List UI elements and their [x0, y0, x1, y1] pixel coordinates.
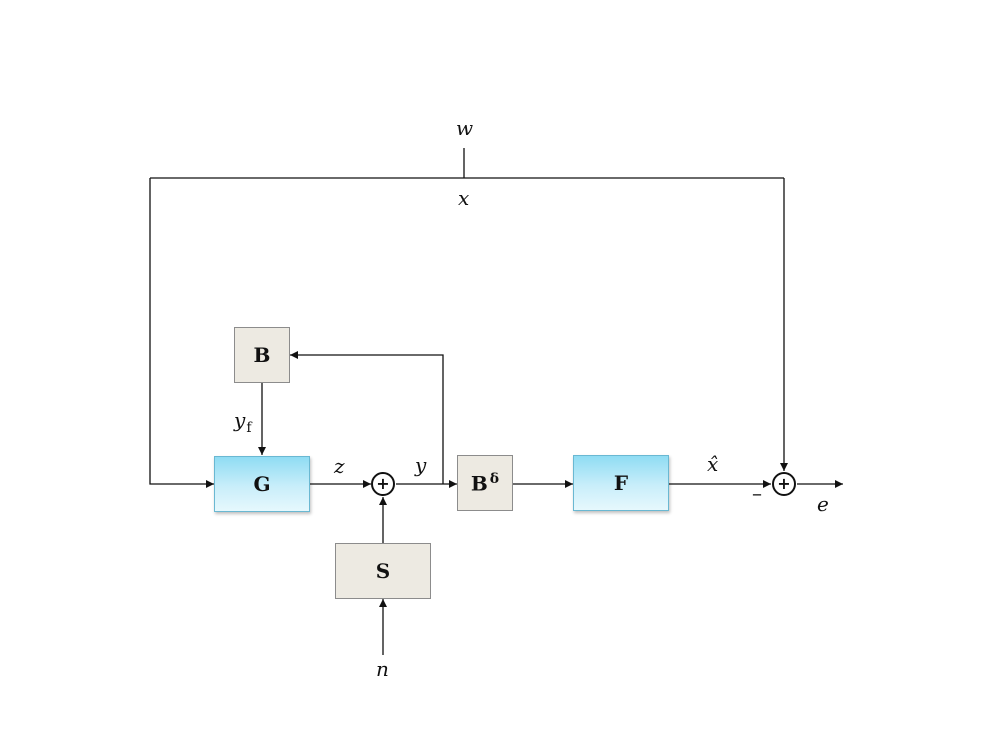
- x-to-g-line: [149, 178, 214, 488]
- signal-yf-base: y: [234, 408, 246, 432]
- signal-yf-sub: f: [246, 420, 252, 436]
- signal-xhat-label: x̂: [707, 452, 719, 476]
- summing-junction-right-sign: +: [777, 474, 791, 493]
- block-b: B: [234, 327, 290, 383]
- block-f: F: [573, 455, 669, 511]
- signal-w-label: w: [456, 116, 474, 140]
- signal-n-label: n: [376, 657, 389, 681]
- signal-minus-label: –: [752, 481, 762, 505]
- block-f-label: F: [613, 471, 629, 495]
- signal-x-label: x: [458, 186, 470, 210]
- signal-yf-label: yf: [234, 410, 252, 435]
- summing-junction-left: +: [371, 472, 395, 496]
- block-b-delta-base: B: [470, 471, 488, 496]
- block-b-delta-sup: δ: [489, 470, 500, 487]
- block-s: S: [335, 543, 431, 599]
- block-b-label: B: [253, 343, 271, 367]
- summing-junction-left-sign: +: [376, 474, 390, 493]
- block-g-label: G: [253, 472, 271, 496]
- signal-z-label: z: [334, 454, 345, 478]
- signal-e-label: e: [817, 492, 829, 516]
- block-g: G: [214, 456, 310, 512]
- summing-junction-right: +: [772, 472, 796, 496]
- block-s-label: S: [375, 559, 391, 583]
- y-feedback-line: [290, 351, 444, 484]
- signal-y-label: y: [415, 453, 427, 477]
